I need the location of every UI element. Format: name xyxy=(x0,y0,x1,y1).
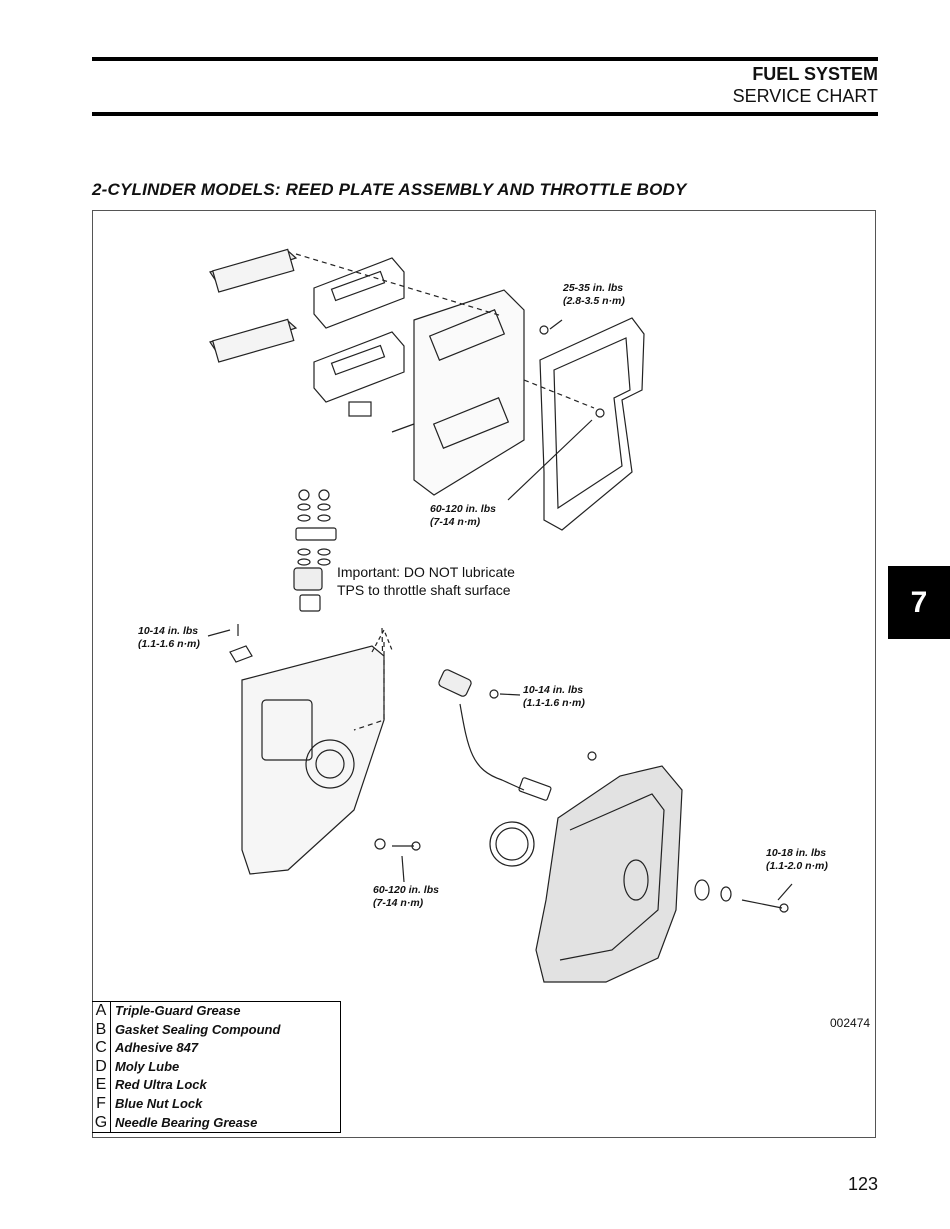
legend-key: C xyxy=(92,1039,111,1058)
legend-label: Blue Nut Lock xyxy=(115,1095,203,1111)
legend-key: B xyxy=(92,1020,111,1040)
legend-label: Gasket Sealing Compound xyxy=(115,1021,281,1037)
legend-key: F xyxy=(92,1094,111,1114)
header-subtitle: SERVICE CHART xyxy=(732,86,878,106)
torque-label: 10-14 in. lbs (1.1-1.6 n·m) xyxy=(138,625,200,650)
seal-ring xyxy=(489,821,535,867)
header-rule-bottom xyxy=(92,112,878,116)
reed-gasket-lower xyxy=(313,331,405,403)
reed-block-upper xyxy=(209,248,298,293)
silencer-cover xyxy=(535,765,683,983)
legend-key: E xyxy=(92,1076,111,1095)
reed-block-lower xyxy=(209,318,298,363)
section-title: 2-CYLINDER MODELS: REED PLATE ASSEMBLY A… xyxy=(92,180,687,199)
torque-label: 60-120 in. lbs (7-14 n·m) xyxy=(373,884,439,909)
tps-sensor xyxy=(438,669,552,801)
figure-number: 002474 xyxy=(830,1016,871,1030)
chapter-tab[interactable]: 7 xyxy=(888,566,950,639)
legend-key: A xyxy=(92,1001,111,1021)
important-note: Important: DO NOT lubricate TPS to throt… xyxy=(337,564,515,598)
manifold-gasket xyxy=(539,317,645,531)
legend-label: Red Ultra Lock xyxy=(115,1077,207,1093)
torque-label: 10-18 in. lbs (1.1-2.0 n·m) xyxy=(766,847,828,872)
torque-label: 10-14 in. lbs (1.1-1.6 n·m) xyxy=(523,684,585,709)
header-title: FUEL SYSTEM xyxy=(752,64,878,84)
tps-parts-stack xyxy=(293,489,337,612)
legend-key: G xyxy=(92,1113,111,1133)
throttle-body xyxy=(241,645,385,875)
header-rule-top xyxy=(92,57,878,61)
legend-label: Triple-Guard Grease xyxy=(115,1003,241,1018)
legend-row: A Triple-Guard Grease xyxy=(92,1001,341,1021)
fitting xyxy=(348,401,372,417)
torque-label: 25-35 in. lbs (2.8-3.5 n·m) xyxy=(563,282,625,307)
legend-key: D xyxy=(92,1057,111,1077)
legend-label: Adhesive 847 xyxy=(115,1040,199,1056)
diagram-frame xyxy=(92,210,876,1138)
page-number: 123 xyxy=(847,1174,878,1194)
torque-label: 60-120 in. lbs (7-14 n·m) xyxy=(430,503,496,528)
legend-label: Moly Lube xyxy=(115,1058,180,1074)
legend-label: Needle Bearing Grease xyxy=(115,1114,258,1130)
exploded-diagram xyxy=(207,248,793,983)
reed-gasket-upper xyxy=(313,257,405,329)
